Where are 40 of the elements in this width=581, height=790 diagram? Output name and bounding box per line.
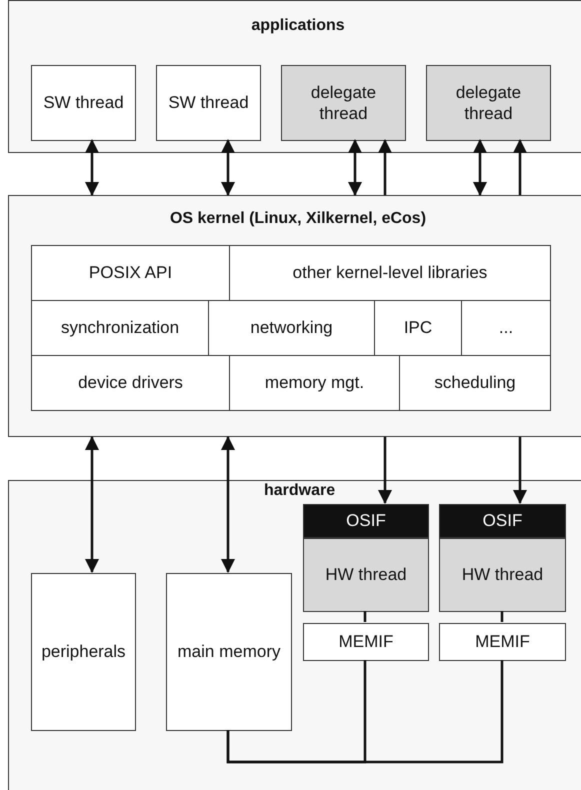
arrow [378, 437, 392, 504]
layer-panel [8, 195, 581, 437]
block: peripherals [31, 573, 136, 731]
layer-panel [8, 0, 581, 153]
block: SW thread [156, 65, 261, 141]
table-cell: ... [461, 300, 551, 356]
layer-title: hardware [264, 482, 336, 500]
arrow [85, 139, 99, 196]
table-cell: other kernel-level libraries [229, 245, 551, 301]
arrow [348, 139, 362, 196]
table-cell: memory mgt. [229, 355, 400, 411]
connector-line [500, 611, 504, 622]
arrow [221, 139, 235, 196]
thread-block: HW thread [303, 538, 429, 612]
thread-block: HW thread [439, 538, 566, 612]
table-cell: synchronization [31, 300, 209, 356]
block: MEMIF [439, 623, 566, 661]
table-cell: IPC [374, 300, 462, 356]
block: main memory [166, 573, 292, 731]
layer-title: OS kernel (Linux, Xilkernel, eCos) [168, 210, 428, 228]
arrow [221, 436, 235, 573]
block: MEMIF [303, 623, 429, 661]
table-cell: networking [208, 300, 375, 356]
arrow [513, 139, 527, 195]
interface-block: OSIF [303, 504, 429, 538]
table-cell: POSIX API [31, 245, 230, 301]
block: SW thread [31, 65, 136, 141]
layer-panel [8, 480, 581, 790]
table-cell: scheduling [399, 355, 551, 411]
arrow [473, 139, 487, 196]
connector-line [226, 660, 504, 764]
interface-block: OSIF [439, 504, 566, 538]
connector-line [364, 611, 366, 622]
layer-title: applications [250, 17, 346, 35]
arrow [513, 437, 527, 504]
thread-block: delegate thread [426, 65, 551, 141]
arrow [378, 139, 392, 195]
thread-block: delegate thread [281, 65, 406, 141]
table-cell: device drivers [31, 355, 230, 411]
arrow [85, 436, 99, 573]
